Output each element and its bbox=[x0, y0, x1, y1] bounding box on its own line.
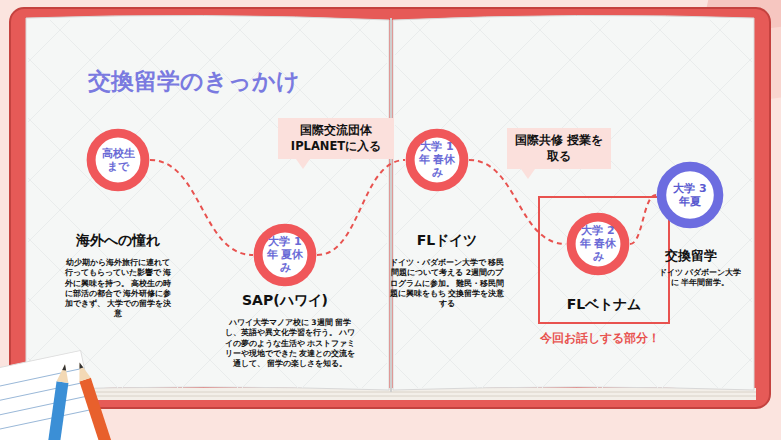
description-text: ドイツ パダボーン大学に 半年間留学。 bbox=[658, 268, 742, 289]
callout-text: 国際共修 授業を取る bbox=[515, 133, 603, 164]
description-text: ドイツ・パダボーン大学で 移民問題について考える 2週間のプログラムに参加。 難… bbox=[389, 258, 505, 309]
slide-title: 交換留学のきっかけ bbox=[88, 66, 300, 97]
description-text: ハワイ大学マノア校に 3週間 留学し、英語や異文化学習を行う。 ハワイの夢のよう… bbox=[224, 318, 356, 369]
description-text: 幼少期から海外旅行に連れて 行ってもらっていた影響で 海外に興味を持つ。 高校生… bbox=[62, 258, 174, 320]
timeline-circle: 大学 1年 夏休み bbox=[253, 223, 317, 287]
section-heading: SAP(ハワイ) bbox=[215, 292, 355, 309]
timeline-circle: 高校生 まで bbox=[86, 128, 150, 192]
timeline-circle: 大学 3年夏 bbox=[656, 161, 724, 229]
callout-box: 国際交流団体 IPLANETに入る bbox=[278, 118, 394, 159]
circle-label: 高校生 まで bbox=[99, 147, 137, 173]
timeline-connector bbox=[469, 160, 566, 244]
timeline-circle: 大学 2年 春休み bbox=[566, 212, 630, 276]
timeline-connector bbox=[317, 160, 405, 255]
callout-text: 国際交流団体 IPLANETに入る bbox=[286, 123, 386, 154]
circle-label: 大学 2年 春休み bbox=[579, 224, 617, 264]
timeline-circle: 大学 1年 春休み bbox=[405, 128, 469, 192]
callout-pointer bbox=[521, 169, 535, 179]
circle-label: 大学 3年夏 bbox=[671, 182, 709, 208]
frame-heading: FLベトナム bbox=[540, 296, 668, 314]
circle-label: 大学 1年 春休み bbox=[418, 140, 456, 180]
section-heading: 海外への憧れ bbox=[48, 232, 188, 249]
timeline-connector bbox=[150, 160, 253, 255]
callout-box: 国際共修 授業を取る bbox=[507, 128, 611, 169]
highlight-frame: FLベトナム 大学 2年 春休み bbox=[538, 196, 670, 324]
section-heading: 交換留学 bbox=[646, 248, 736, 264]
section-heading: FLドイツ bbox=[377, 232, 517, 249]
section-heading: 今回お話しする部分！ bbox=[525, 332, 675, 346]
callout-pointer bbox=[296, 159, 310, 169]
circle-label: 大学 1年 夏休み bbox=[266, 235, 304, 275]
timeline-connector bbox=[630, 195, 656, 244]
